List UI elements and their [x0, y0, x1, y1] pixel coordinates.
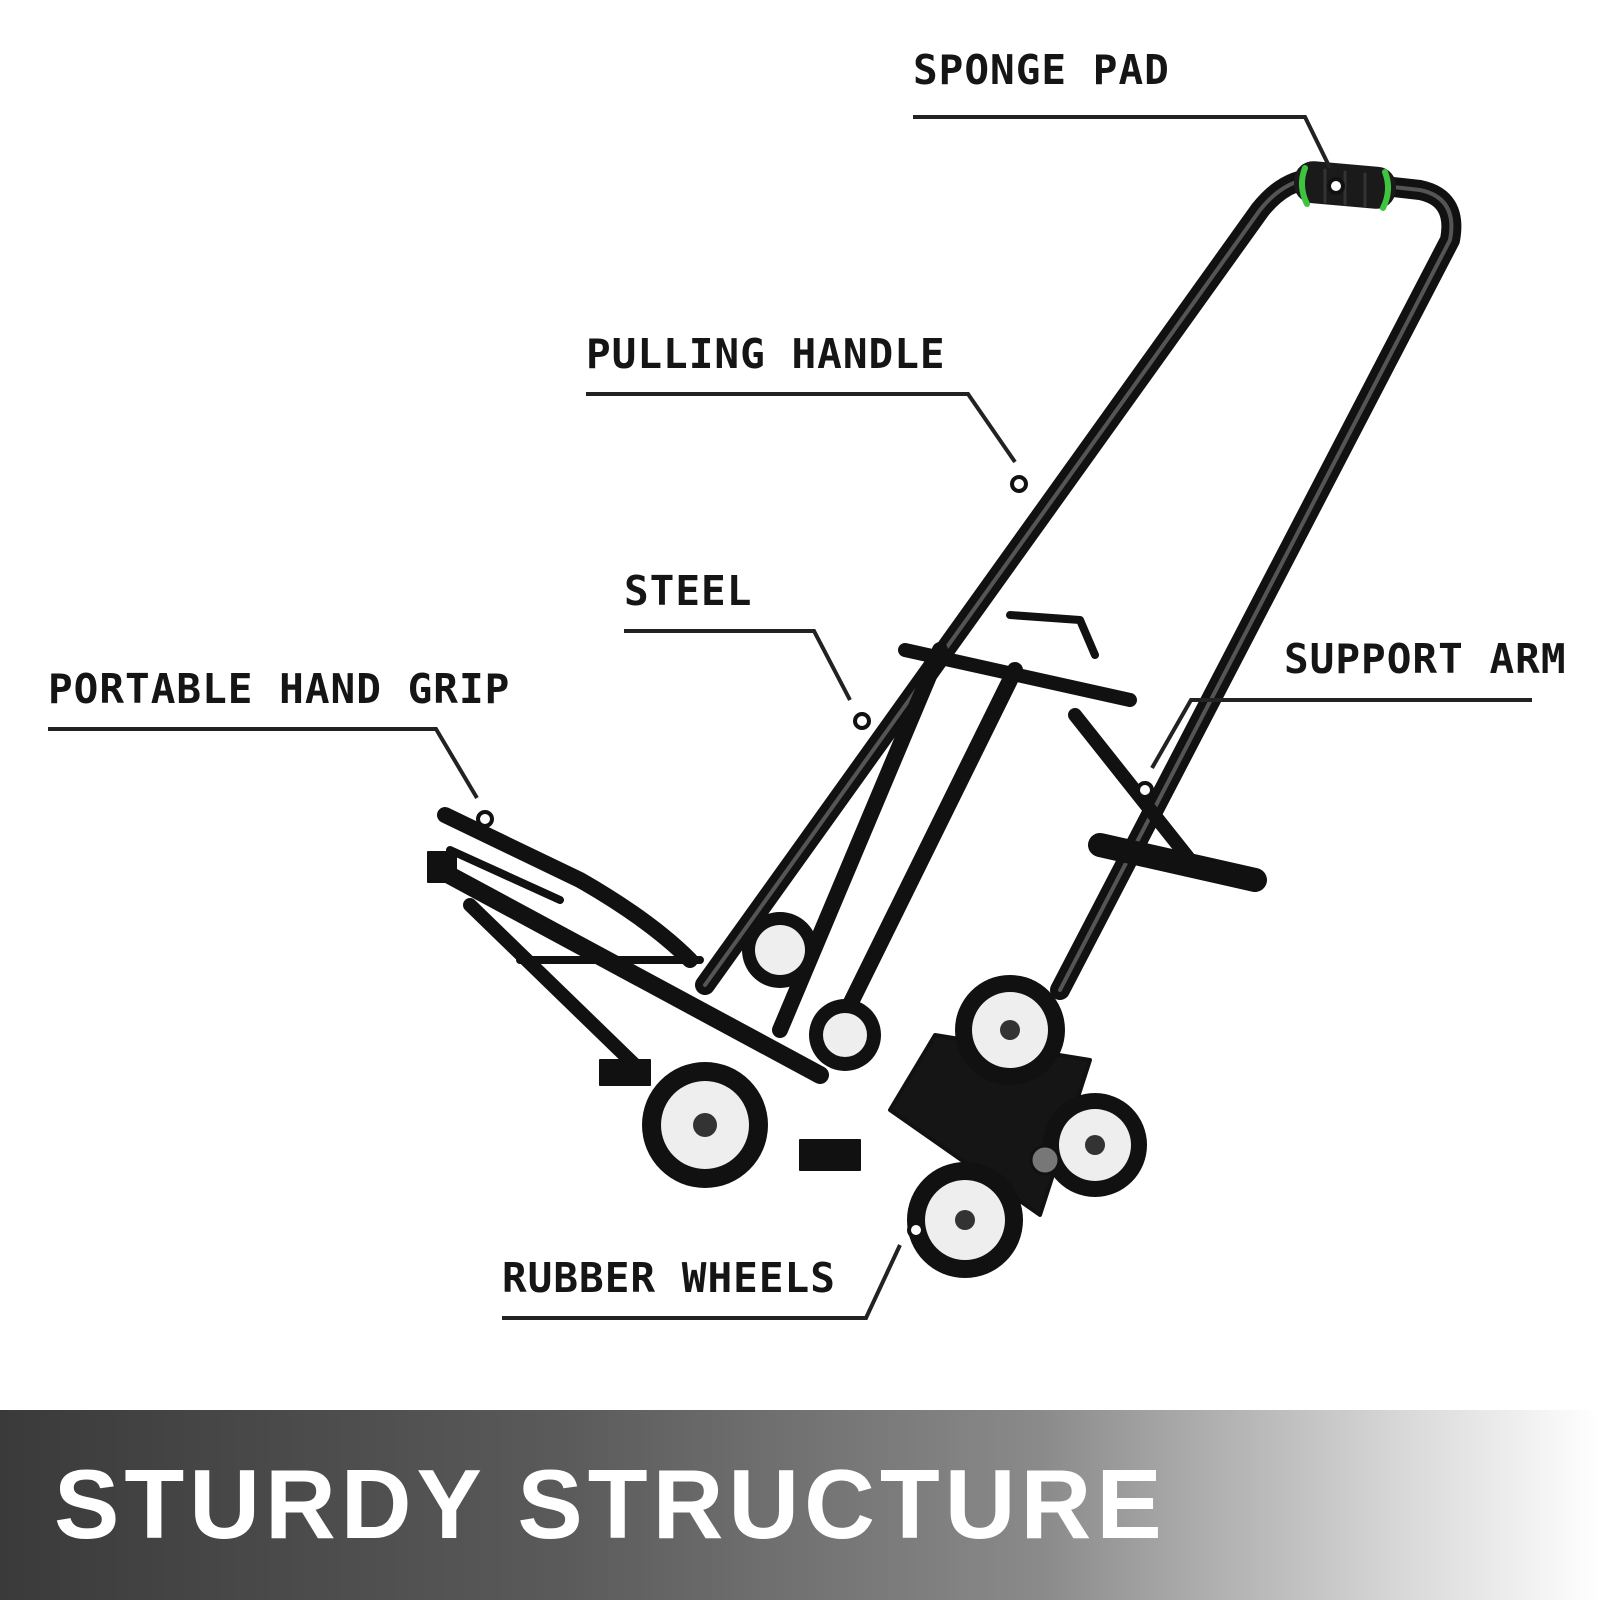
leader-rubber-wheels [502, 1244, 902, 1320]
dot-steel [853, 712, 871, 730]
dot-support-arm [1136, 781, 1154, 799]
callout-leaders [48, 115, 1532, 1320]
callout-sponge-pad: SPONGE PAD [913, 46, 1170, 94]
sponge-pad-grip [1293, 161, 1397, 211]
callout-steel: STEEL [624, 567, 753, 615]
callout-rubber-wheels: RUBBER WHEELS [502, 1254, 836, 1302]
support-arm [1068, 708, 1197, 867]
wheel-right-low [907, 1162, 1023, 1278]
callout-portable-hand-grip: PORTABLE HAND GRIP [48, 665, 511, 713]
pulling-handle-frame [695, 168, 1462, 1000]
rubber-wheels [642, 912, 1147, 1278]
banner-title: STURDY STRUCTURE [54, 1449, 1167, 1559]
callout-dots [476, 177, 1345, 1239]
wheel-right-top [955, 975, 1065, 1085]
wheel-right-mid [1043, 1093, 1147, 1197]
callout-pulling-handle: PULLING HANDLE [586, 330, 946, 378]
dot-pulling-handle [1010, 475, 1028, 493]
hand-truck-illustration [427, 161, 1462, 1217]
title-banner: STURDY STRUCTURE [0, 1410, 1600, 1600]
dot-sponge-pad [1327, 177, 1345, 195]
leader-steel [624, 629, 852, 701]
dot-rubber-wheels [907, 1221, 925, 1239]
leader-pulling-handle [586, 392, 1017, 464]
wheel-left-back [742, 912, 818, 988]
hand-truck-diagram [48, 115, 1532, 1320]
wheel-left-back-2 [809, 999, 881, 1071]
leader-portable-hand-grip [48, 727, 479, 800]
leader-support-arm [1150, 698, 1532, 769]
leader-sponge-pad [913, 115, 1332, 169]
callout-support-arm: SUPPORT ARM [1284, 635, 1567, 683]
dot-portable-hand-grip [476, 810, 494, 828]
nose-plate [427, 807, 829, 1084]
wheel-left-main [642, 1062, 768, 1188]
